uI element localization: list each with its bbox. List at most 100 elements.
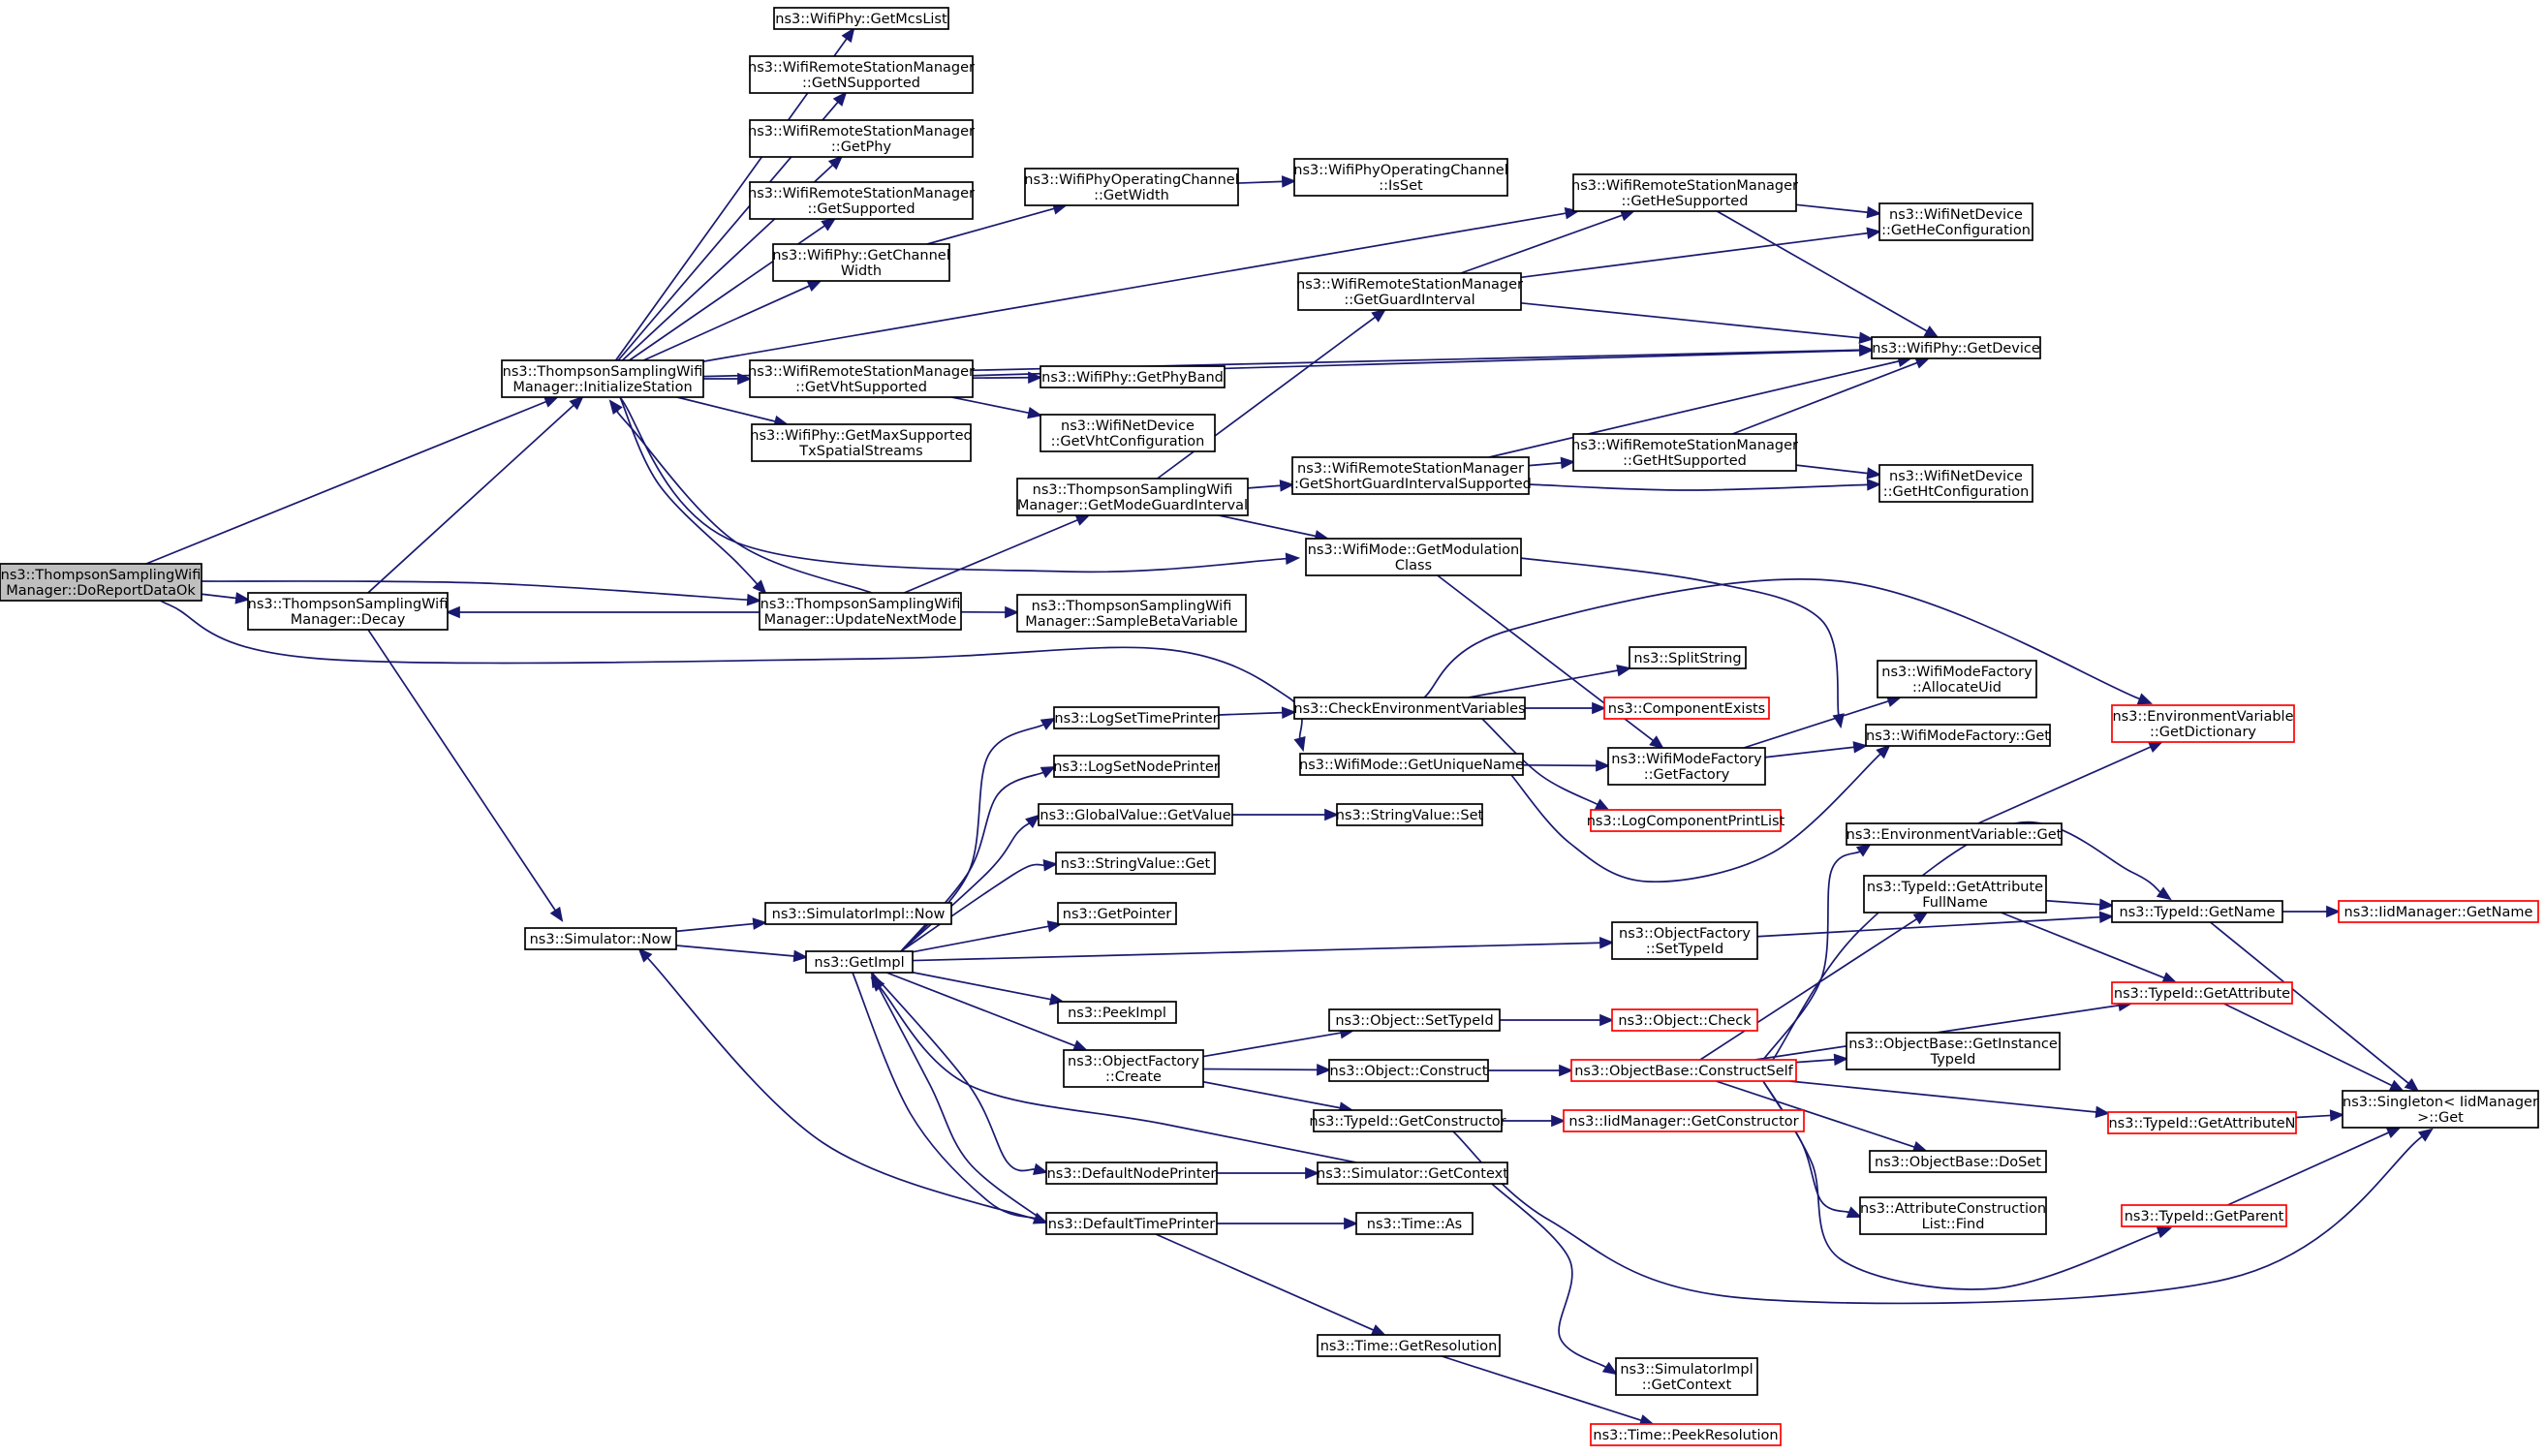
node-box — [0, 563, 202, 602]
edge-arrowhead — [234, 592, 251, 604]
node-svGet[interactable]: ns3::StringValue::Get — [1055, 852, 1216, 875]
node-label-line: ::GetVhtSupported — [795, 380, 927, 395]
edge-arrowhead — [1855, 843, 1872, 857]
node-simNow[interactable]: ns3::Simulator::Now — [524, 927, 677, 950]
node-nSupp[interactable]: ns3::WifiRemoteStationManager::GetNSuppo… — [748, 55, 975, 94]
edge-arrowhead — [806, 280, 822, 292]
node-box — [1607, 747, 1766, 786]
node-envGet[interactable]: ns3::EnvironmentVariable::Get — [1846, 822, 2063, 846]
node-ofSetTypeId[interactable]: ns3::ObjectFactory::SetTypeId — [1611, 921, 1758, 960]
node-getAttr[interactable]: ns3::TypeId::GetAttribute — [2111, 981, 2293, 1005]
node-simImplCtx[interactable]: ns3::SimulatorImpl::GetContext — [1615, 1357, 1758, 1396]
node-maxSS[interactable]: ns3::WifiPhy::GetMaxSupportedTxSpatialSt… — [750, 423, 973, 462]
node-getParent[interactable]: ns3::TypeId::GetParent — [2121, 1204, 2287, 1227]
edge-arrowhead — [821, 217, 837, 232]
node-checkEnv[interactable]: ns3::CheckEnvironmentVariables — [1293, 697, 1526, 720]
node-logSetNode[interactable]: ns3::LogSetNodePrinter — [1053, 755, 1220, 778]
node-compExists[interactable]: ns3::ComponentExists — [1603, 697, 1770, 720]
node-phyBand[interactable]: ns3::WifiPhy::GetPhyBand — [1040, 365, 1226, 388]
node-label-line: ns3::WifiPhyOperatingChannel — [1293, 163, 1507, 178]
node-iidCtor[interactable]: ns3::IidManager::GetConstructor — [1563, 1109, 1805, 1132]
node-svSet[interactable]: ns3::StringValue::Set — [1336, 803, 1484, 826]
node-initSta[interactable]: ns3::ThompsonSamplingWifiManager::Initia… — [501, 359, 704, 398]
node-simImplNow[interactable]: ns3::SimulatorImpl::Now — [764, 902, 952, 925]
node-splitStr[interactable]: ns3::SplitString — [1629, 646, 1747, 669]
node-heSupp[interactable]: ns3::WifiRemoteStationManager::GetHeSupp… — [1571, 173, 1798, 212]
node-factGet[interactable]: ns3::WifiModeFactory::Get — [1865, 724, 2051, 747]
edge-line — [140, 581, 1303, 739]
node-envDict[interactable]: ns3::EnvironmentVariable::GetDictionary — [2111, 704, 2295, 743]
edge-root-to-decay — [201, 592, 251, 604]
edge-arrowhead — [445, 605, 460, 619]
edge-arrowhead — [1852, 741, 1869, 754]
node-gvGet[interactable]: ns3::GlobalValue::GetValue — [1038, 803, 1233, 826]
node-vhtConf[interactable]: ns3::WifiNetDevice::GetVhtConfiguration — [1040, 414, 1216, 452]
node-opChW[interactable]: ns3::WifiPhyOperatingChannel::GetWidth — [1024, 168, 1239, 206]
edge-arrowhead — [746, 593, 762, 606]
edge-updNext-to-modeGI — [903, 514, 1091, 594]
node-uniqName[interactable]: ns3::WifiMode::GetUniqueName — [1299, 753, 1524, 776]
edge-root-to-initSta — [145, 396, 560, 565]
edges-layer — [140, 27, 2434, 1427]
edge-updNext-to-decay — [445, 605, 760, 619]
node-sgiSupp[interactable]: ns3::WifiRemoteStationManager::GetShortG… — [1289, 456, 1532, 495]
node-vhtSupp[interactable]: ns3::WifiRemoteStationManager::GetVhtSup… — [748, 359, 975, 398]
edge-line — [675, 945, 795, 957]
node-updNext[interactable]: ns3::ThompsonSamplingWifiManager::Update… — [759, 592, 962, 631]
node-singletonGet[interactable]: ns3::Singleton< IidManager >::Get — [2342, 1090, 2539, 1129]
node-root[interactable]: ns3::ThompsonSamplingWifiManager::DoRepo… — [0, 563, 202, 602]
edge-line — [1202, 1032, 1342, 1058]
node-label-line: ns3::WifiRemoteStationManager — [748, 60, 975, 76]
edge-root-to-uniqName — [140, 581, 1306, 753]
edge-line — [1756, 915, 2101, 938]
node-mcsList[interactable]: ns3::WifiPhy::GetMcsList — [773, 7, 949, 30]
node-objCheck[interactable]: ns3::Object::Check — [1611, 1008, 1758, 1032]
edge-line — [1218, 711, 1284, 716]
node-timeRes[interactable]: ns3::Time::GetResolution — [1317, 1334, 1501, 1357]
node-getImpl[interactable]: ns3::GetImpl — [805, 950, 914, 974]
node-defTimePr[interactable]: ns3::DefaultTimePrinter — [1045, 1212, 1218, 1235]
node-heConf[interactable]: ns3::WifiNetDevice::GetHeConfiguration — [1878, 202, 2033, 241]
node-guardInt[interactable]: ns3::WifiRemoteStationManager::GetGuardI… — [1296, 272, 1523, 311]
node-objSetTypeId[interactable]: ns3::Object::SetTypeId — [1328, 1008, 1501, 1032]
node-logSetTime[interactable]: ns3::LogSetTimePrinter — [1053, 706, 1220, 729]
node-phyDev[interactable]: ns3::WifiPhy::GetDevice — [1871, 336, 2041, 359]
node-typeIdName[interactable]: ns3::TypeId::GetName — [2111, 900, 2283, 923]
node-objConstruct[interactable]: ns3::Object::Construct — [1328, 1059, 1489, 1082]
node-getFactory[interactable]: ns3::WifiModeFactory::GetFactory — [1607, 747, 1766, 786]
node-label-line: ::Create — [1105, 1069, 1162, 1085]
node-timeAs[interactable]: ns3::Time::As — [1355, 1212, 1474, 1235]
node-getSupp[interactable]: ns3::WifiRemoteStationManager::GetSuppor… — [748, 181, 975, 220]
node-getAttrN[interactable]: ns3::TypeId::GetAttributeN — [2107, 1111, 2297, 1134]
node-ofCreate[interactable]: ns3::ObjectFactory::Create — [1063, 1049, 1204, 1088]
node-simGetCtx[interactable]: ns3::Simulator::GetContext — [1317, 1162, 1508, 1185]
node-box — [805, 950, 914, 974]
node-htSupp[interactable]: ns3::WifiRemoteStationManager::GetHtSupp… — [1571, 433, 1798, 472]
node-iidName[interactable]: ns3::IidManager::GetName — [2338, 900, 2539, 923]
node-doSet[interactable]: ns3::ObjectBase::DoSet — [1869, 1150, 2047, 1173]
node-getPtr[interactable]: ns3::GetPointer — [1057, 902, 1177, 925]
edge-line — [646, 957, 1047, 1224]
node-constructSelf[interactable]: ns3::ObjectBase::ConstructSelf — [1570, 1059, 1797, 1082]
node-htConf[interactable]: ns3::WifiNetDevice::GetHtConfiguration — [1878, 464, 2033, 503]
node-betaVar[interactable]: ns3::ThompsonSamplingWifiManager::Sample… — [1016, 594, 1247, 633]
node-defNodePr[interactable]: ns3::DefaultNodePrinter — [1045, 1162, 1218, 1185]
node-peekImpl[interactable]: ns3::PeekImpl — [1057, 1001, 1177, 1024]
node-getPhy[interactable]: ns3::WifiRemoteStationManager::GetPhy — [748, 119, 975, 158]
node-modeGI[interactable]: ns3::ThompsonSamplingWifiManager::GetMod… — [1016, 478, 1249, 516]
edge-arrowhead — [1293, 735, 1306, 753]
node-getCtor[interactable]: ns3::TypeId::GetConstructor — [1309, 1109, 1506, 1132]
edge-arrowhead — [1317, 1064, 1332, 1076]
node-allocUid[interactable]: ns3::WifiModeFactory::AllocateUid — [1877, 660, 2037, 698]
node-opChIsSet[interactable]: ns3::WifiPhyOperatingChannel::IsSet — [1293, 158, 1508, 197]
node-label-line: ::AllocateUid — [1912, 680, 2002, 696]
node-peekRes[interactable]: ns3::Time::PeekResolution — [1590, 1423, 1782, 1446]
node-box — [2111, 704, 2295, 743]
node-logCompPL[interactable]: ns3::LogComponentPrintList — [1587, 809, 1785, 832]
